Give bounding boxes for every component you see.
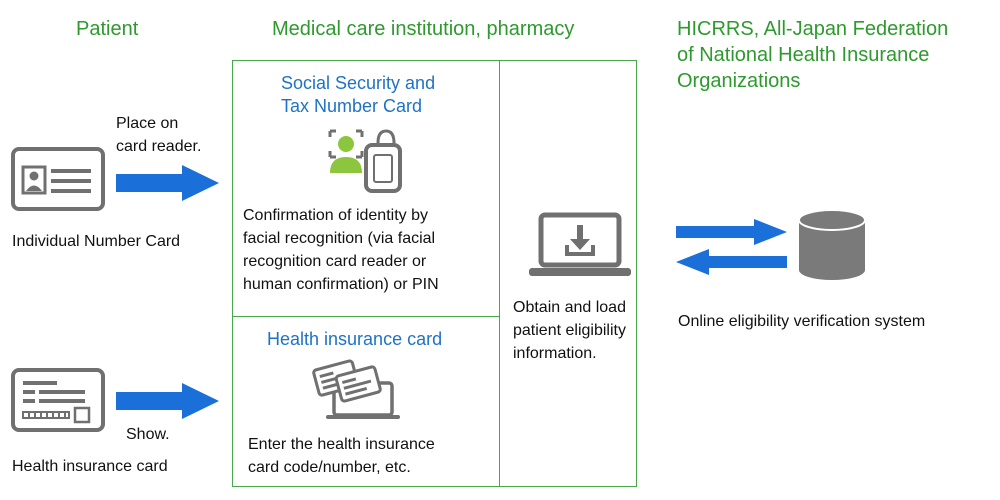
arrow-right-icon-card1 <box>116 165 220 206</box>
right-box-desc-line2: patient eligibility <box>513 322 626 339</box>
card1-action-line2: card reader. <box>116 138 202 155</box>
top-box-title-line2: Tax Number Card <box>281 96 423 116</box>
card1-action-line1: Place on <box>116 115 179 132</box>
laptop-card-input-icon <box>312 359 404 421</box>
card1-label: Individual Number Card <box>12 233 181 250</box>
bottom-box-description: Enter the health insurance card code/num… <box>248 433 435 479</box>
id-card-icon <box>11 147 105 211</box>
card1-action-text: Place on card reader. <box>116 112 201 158</box>
top-box-description: Confirmation of identity by facial recog… <box>243 204 439 296</box>
top-box-title-line1: Social Security and <box>281 73 436 93</box>
laptop-download-icon <box>527 212 633 278</box>
top-box-desc-line3: recognition card reader or <box>243 253 427 270</box>
database-icon <box>797 208 867 282</box>
header-institution: Medical care institution, pharmacy <box>272 18 575 40</box>
header-hicrrs-line3: Organizations <box>677 70 801 92</box>
bottom-box-desc-line2: card code/number, etc. <box>248 459 411 476</box>
right-box-desc-line1: Obtain and load <box>513 299 626 316</box>
system-label: Online eligibility verification system <box>678 313 926 330</box>
right-box-desc-line3: information. <box>513 345 597 362</box>
insurance-card-icon <box>11 368 105 432</box>
card2-action-text: Show. <box>126 426 170 443</box>
card2-label: Health insurance card <box>12 458 168 475</box>
header-hicrrs: HICRRS, All-Japan Federation of National… <box>677 16 948 94</box>
bottom-box-title: Health insurance card <box>267 329 443 349</box>
institution-right-box <box>499 60 637 487</box>
top-box-title: Social Security and Tax Number Card <box>281 72 435 118</box>
header-patient: Patient <box>76 18 139 40</box>
header-hicrrs-line1: HICRRS, All-Japan Federation <box>677 18 949 40</box>
arrow-right-icon-exchange <box>676 219 788 250</box>
top-box-desc-line4: human confirmation) or PIN <box>243 276 439 293</box>
header-hicrrs-line2: of National Health Insurance <box>677 44 930 66</box>
arrow-left-icon-exchange <box>676 249 788 280</box>
face-recognition-reader-icon <box>326 127 402 193</box>
right-box-description: Obtain and load patient eligibility info… <box>513 296 626 365</box>
bottom-box-desc-line1: Enter the health insurance <box>248 436 435 453</box>
arrow-right-icon-card2 <box>116 383 220 424</box>
top-box-desc-line1: Confirmation of identity by <box>243 207 428 224</box>
top-box-desc-line2: facial recognition (via facial <box>243 230 436 247</box>
